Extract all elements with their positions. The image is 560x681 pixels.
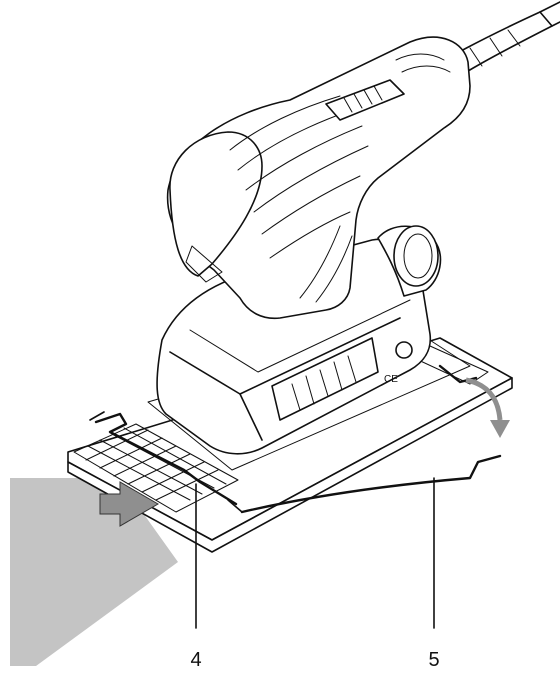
sanding-sheet — [10, 478, 178, 666]
rotate-arrow — [465, 377, 503, 421]
callout-label-4: 4 — [190, 649, 201, 671]
callout-label-5: 5 — [428, 649, 439, 671]
clamp-grid — [73, 423, 239, 513]
ce-mark: CE — [384, 374, 398, 385]
sander-handle — [166, 36, 471, 320]
vent-slots — [271, 337, 379, 421]
logo-mark — [395, 341, 413, 359]
sander-body: CE — [156, 225, 442, 455]
clamp-wire — [89, 411, 238, 506]
clamp-lever — [227, 454, 502, 514]
right-clamp — [438, 364, 510, 438]
speed-switch — [325, 79, 405, 121]
base-plate — [67, 325, 513, 553]
insert-arrow — [99, 481, 159, 527]
